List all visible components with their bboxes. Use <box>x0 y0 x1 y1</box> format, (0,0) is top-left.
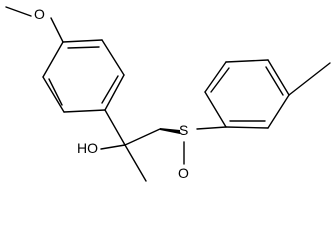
ring1-bond-c <box>104 74 125 111</box>
ring2-bond-e <box>267 94 290 129</box>
sulfoxide-oxygen-label: O <box>178 165 189 181</box>
sulfur-label: S <box>179 122 188 138</box>
bond-ring-to-quaternary-c <box>104 109 126 146</box>
ring2-bond-a <box>204 91 227 128</box>
structure-canvas: O HO S O <box>5 6 331 182</box>
ring2-bond-f <box>225 126 269 129</box>
bond-quaternary-c-to-ch2 <box>124 128 161 146</box>
bond-methoxy-o-to-ring <box>50 17 64 43</box>
ring1-bond-a <box>62 39 103 43</box>
chemical-structure: O HO S O <box>5 6 331 182</box>
ring1-bond-b <box>101 39 125 76</box>
ring2-bond-b <box>204 61 227 93</box>
ring1-bond-f <box>42 41 64 78</box>
ring2-bond-c <box>225 59 269 63</box>
ring2-bond-d <box>267 59 290 96</box>
ring1-double-2 <box>101 75 119 104</box>
methoxy-oxygen-label: O <box>34 6 45 22</box>
methoxyphenyl-ring <box>42 39 125 113</box>
ring1-double-3 <box>48 78 63 106</box>
ring1-double-1 <box>67 46 100 49</box>
bond-quaternary-c-to-methyl <box>124 144 147 182</box>
ring2-double-2 <box>265 66 284 96</box>
stereo-wedge-bond <box>160 128 180 134</box>
ring1-bond-d <box>63 109 106 113</box>
ring1-bond-e <box>42 76 65 113</box>
bond-methoxy-methyl <box>5 6 32 17</box>
bond-tolyl-methyl <box>288 62 331 96</box>
hydroxyl-label: HO <box>77 140 98 156</box>
bond-quaternary-c-to-oh <box>100 144 126 150</box>
ring2-double-1 <box>210 67 230 93</box>
tolyl-ring <box>204 59 290 129</box>
bond-s-to-tolyl-ring <box>196 126 227 130</box>
